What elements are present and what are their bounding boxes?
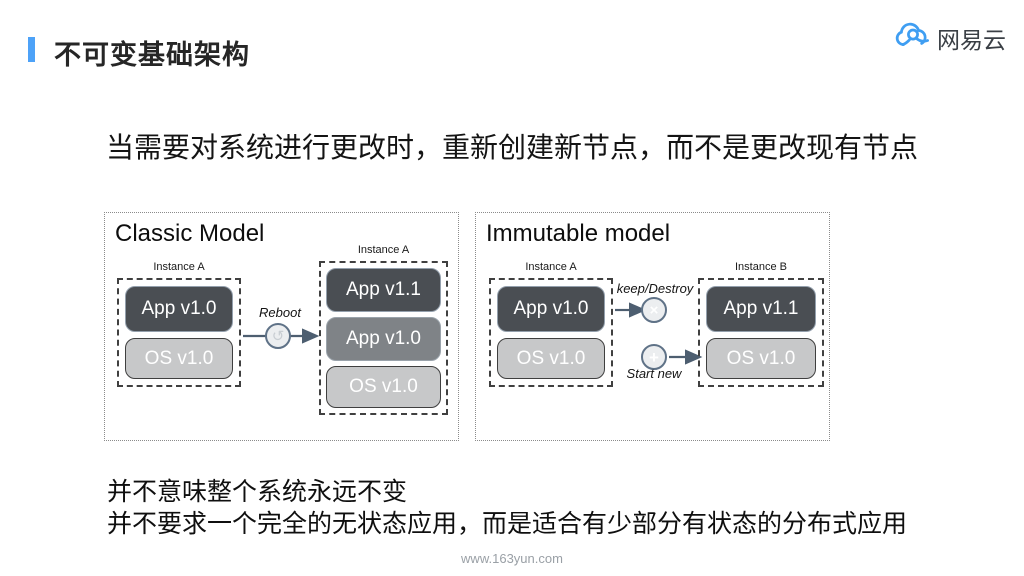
classic-model-title: Classic Model <box>115 220 265 247</box>
start-new-icon: + <box>641 344 667 370</box>
instance-label: Instance B <box>735 261 787 273</box>
note-line-1: 并不意味整个系统永远不变 <box>107 478 408 506</box>
cloud-logo-icon <box>892 19 934 56</box>
slide-heading: 当需要对系统进行更改时，重新创建新节点，而不是更改现有节点 <box>105 132 918 163</box>
layer-app-new: App v1.1 <box>706 286 816 332</box>
logo-text: 网易云 <box>937 26 1006 53</box>
instance-label: Instance A <box>357 244 410 256</box>
title-accent-bar <box>28 37 35 62</box>
classic-model-panel: Classic Model Instance A App v1.0 OS v1.… <box>104 212 459 441</box>
layer-os: OS v1.0 <box>706 338 816 379</box>
layer-os: OS v1.0 <box>326 366 441 408</box>
keep-destroy-label: keep/Destroy <box>616 281 694 296</box>
immutable-instance-before: Instance A App v1.0 OS v1.0 <box>489 261 613 387</box>
layer-app: App v1.0 <box>497 286 605 332</box>
instance-stack: App v1.1 OS v1.0 <box>698 278 824 387</box>
netease-cloud-logo: 网易云 <box>892 19 1006 56</box>
instance-stack: App v1.0 OS v1.0 <box>489 278 613 387</box>
layer-app-old: App v1.0 <box>326 317 441 361</box>
immutable-model-title: Immutable model <box>486 220 671 247</box>
destroy-icon: × <box>641 297 667 323</box>
start-new-label: Start new <box>626 366 682 381</box>
classic-instance-before: Instance A App v1.0 OS v1.0 <box>117 261 241 387</box>
layer-os: OS v1.0 <box>125 338 233 379</box>
reboot-icon: ↺ <box>265 323 291 349</box>
instance-label: Instance A <box>153 261 205 273</box>
layer-os: OS v1.0 <box>497 338 605 379</box>
immutable-instance-after: Instance B App v1.1 OS v1.0 <box>698 261 824 387</box>
instance-stack: App v1.1 App v1.0 OS v1.0 <box>319 261 448 415</box>
layer-app-new: App v1.1 <box>326 268 441 312</box>
footer-url: www.163yun.com <box>461 551 563 566</box>
instance-stack: App v1.0 OS v1.0 <box>117 278 241 387</box>
page-title: 不可变基础架构 <box>54 40 250 70</box>
note-line-2: 并不要求一个完全的无状态应用，而是适合有少部分有状态的分布式应用 <box>107 510 908 538</box>
notes-block: 并不意味整个系统永远不变 并不要求一个完全的无状态应用，而是适合有少部分有状态的… <box>107 476 907 540</box>
classic-instance-after: Instance A App v1.1 App v1.0 OS v1.0 <box>319 244 448 415</box>
layer-app: App v1.0 <box>125 286 233 332</box>
immutable-model-panel: Immutable model Instance A App v1.0 OS v… <box>475 212 830 441</box>
reboot-label: Reboot <box>259 305 301 320</box>
instance-label: Instance A <box>525 261 577 273</box>
